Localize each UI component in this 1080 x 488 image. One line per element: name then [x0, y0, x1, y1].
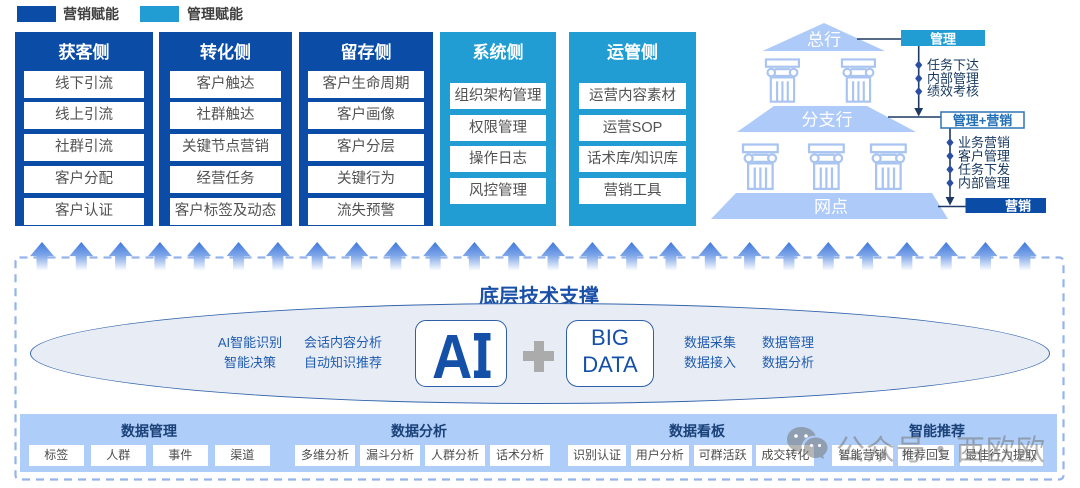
svg-text:任务下发: 任务下发 — [958, 162, 1010, 177]
svg-text:管理+营销: 管理+营销 — [953, 113, 1013, 128]
svg-text:分支行: 分支行 — [802, 111, 853, 130]
svg-text:A: A — [431, 323, 471, 386]
svg-text:营销: 营销 — [1005, 199, 1031, 214]
svg-text:总行: 总行 — [807, 31, 841, 50]
svg-text:内部管理: 内部管理 — [927, 71, 979, 86]
svg-text:内部管理: 内部管理 — [958, 176, 1010, 191]
svg-text:网点: 网点 — [814, 198, 848, 217]
svg-text:绩效考核: 绩效考核 — [927, 84, 979, 99]
svg-text:客户管理: 客户管理 — [958, 149, 1010, 164]
svg-text:任务下达: 任务下达 — [927, 58, 979, 73]
svg-text:业务营销: 业务营销 — [958, 135, 1010, 150]
svg-text:管理: 管理 — [930, 32, 956, 47]
